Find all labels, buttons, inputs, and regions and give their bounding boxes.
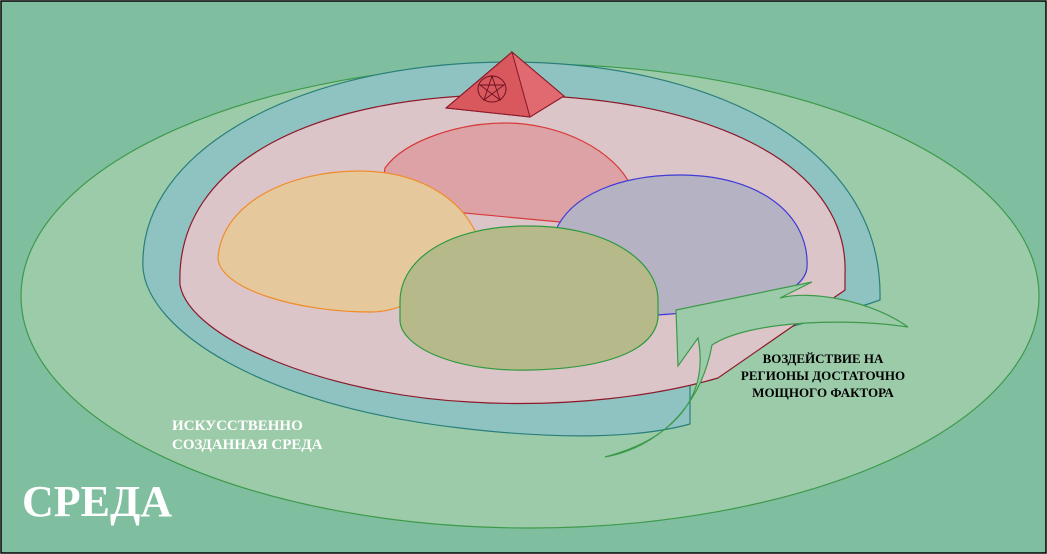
label-environment: СРЕДА	[22, 477, 172, 526]
pyramid-icon	[444, 50, 565, 118]
label-artificial-env-line2: СОЗДАННАЯ СРЕДА	[172, 437, 323, 453]
label-impact-line1: ВОЗДЕЙСТВИЕ НА	[763, 351, 884, 366]
label-impact-line3: МОЩНОГО ФАКТОРА	[752, 385, 894, 400]
label-artificial-env-line1: ИСКУССТВЕННО	[172, 418, 303, 434]
label-impact-line2: РЕГИОНЫ ДОСТАТОЧНО	[741, 368, 905, 383]
impact-arrow	[604, 281, 909, 458]
region-green	[399, 225, 659, 371]
